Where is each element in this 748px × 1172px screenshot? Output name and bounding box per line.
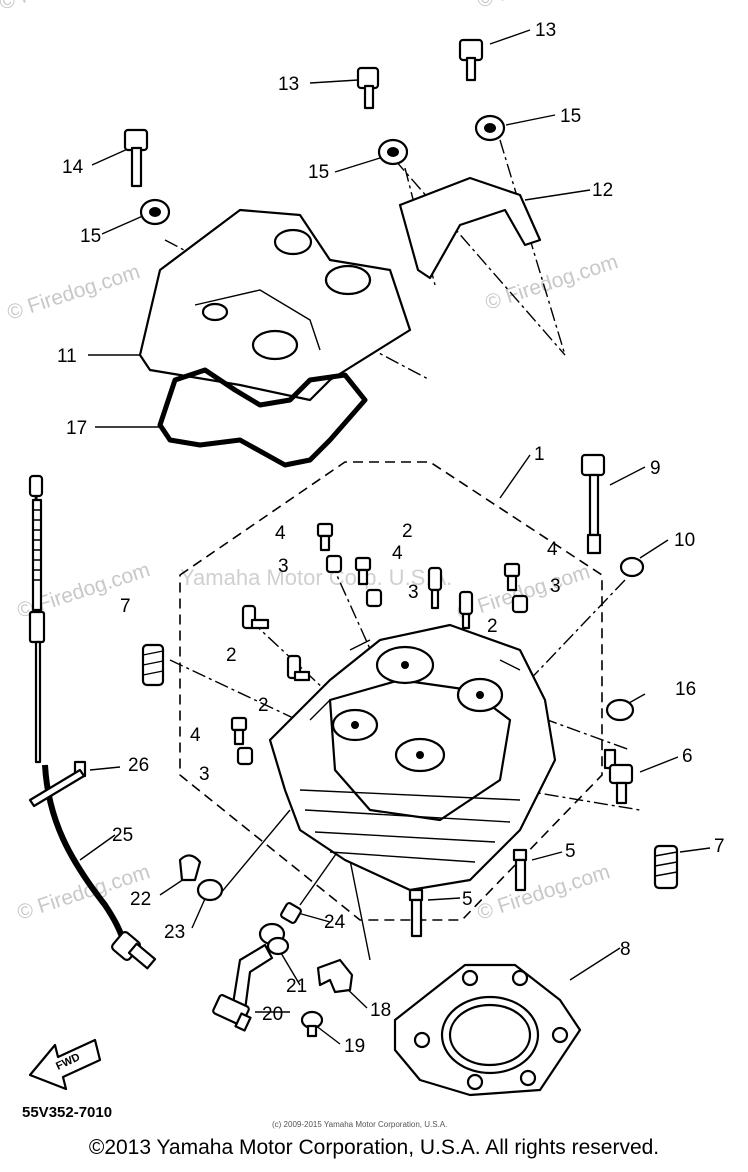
callout-2-a: 2 xyxy=(402,521,413,542)
callout-2-c: 2 xyxy=(226,645,237,666)
callout-26: 26 xyxy=(128,755,149,776)
assembly-outline xyxy=(179,461,603,921)
plug-16 xyxy=(605,698,635,722)
watermark: © Firedog.com xyxy=(474,0,612,13)
washer-15-right xyxy=(474,114,506,142)
bolt-9 xyxy=(580,453,606,555)
cylinder-head-1 xyxy=(268,623,557,892)
callout-3-b: 3 xyxy=(408,582,419,603)
callouts: 13 13 15 15 14 15 12 11 17 1 9 10 4 3 2 … xyxy=(57,20,725,1057)
callout-18: 18 xyxy=(370,1000,391,1021)
bracket-12 xyxy=(398,176,542,280)
washer-15-left xyxy=(139,198,171,226)
callout-17: 17 xyxy=(66,418,87,439)
callout-6: 6 xyxy=(682,746,693,767)
spring-7-right xyxy=(653,844,679,890)
callout-22: 22 xyxy=(130,889,151,910)
part-code: 55V352-7010 xyxy=(22,1104,112,1121)
callout-24: 24 xyxy=(324,912,346,933)
callout-19: 19 xyxy=(344,1036,365,1057)
callout-3-c: 3 xyxy=(550,576,561,597)
watermark: © Firedog.com xyxy=(474,860,612,925)
studs-and-dowels xyxy=(230,522,529,766)
callout-4-d: 4 xyxy=(190,725,201,746)
callout-4-c: 4 xyxy=(547,539,558,560)
callout-16: 16 xyxy=(675,679,696,700)
callout-3-d: 3 xyxy=(199,764,210,785)
callout-11: 11 xyxy=(57,346,77,367)
part-20 xyxy=(212,943,274,1032)
callout-23: 23 xyxy=(164,922,185,943)
callout-25: 25 xyxy=(112,825,133,846)
part-19 xyxy=(300,1010,324,1038)
callout-5-a: 5 xyxy=(565,841,576,862)
callout-13-top: 13 xyxy=(535,20,556,41)
callout-10: 10 xyxy=(674,530,695,551)
gasket-8 xyxy=(393,963,582,1097)
callout-7-right: 7 xyxy=(714,836,725,857)
bolt-14 xyxy=(123,128,149,188)
part-23 xyxy=(196,878,224,902)
part-24 xyxy=(280,902,302,924)
bolt-13-top xyxy=(458,38,484,82)
callout-1: 1 xyxy=(534,444,545,465)
clamp-26 xyxy=(28,760,87,808)
callout-20: 20 xyxy=(262,1004,283,1025)
callout-5-b: 5 xyxy=(462,889,473,910)
washer-15-mid xyxy=(377,138,409,166)
watermark: © Firedog.com xyxy=(454,560,592,625)
callout-15-right: 15 xyxy=(560,106,581,127)
callout-14: 14 xyxy=(62,157,84,178)
callout-4-b: 4 xyxy=(392,543,403,564)
watermark-yamaha: Yamaha Motor Corp. U.S.A. xyxy=(180,565,452,590)
copyright-footer: ©2013 Yamaha Motor Corporation, U.S.A. A… xyxy=(88,1136,660,1159)
callout-13-left: 13 xyxy=(278,74,299,95)
spring-7-left xyxy=(141,643,165,687)
part-22 xyxy=(178,854,202,882)
leader-lines xyxy=(79,29,711,1045)
head-cover-11 xyxy=(138,208,412,402)
washer-10 xyxy=(619,556,645,578)
callout-21: 21 xyxy=(286,976,307,997)
part-21 xyxy=(258,922,290,956)
callout-8: 8 xyxy=(620,939,631,960)
gasket-17 xyxy=(157,367,368,468)
part-6 xyxy=(603,748,634,805)
watermark: © Firedog.com xyxy=(4,260,142,325)
callout-4-a: 4 xyxy=(275,523,286,544)
stud-5-a xyxy=(512,848,528,892)
callout-9: 9 xyxy=(650,458,661,479)
small-credit: (c) 2009-2015 Yamaha Motor Corporation, … xyxy=(272,1120,447,1129)
watermark: © Firedog.com xyxy=(482,250,620,315)
callout-2-d: 2 xyxy=(258,695,269,716)
callout-15-mid: 15 xyxy=(308,162,329,183)
bolt-13-left xyxy=(356,66,380,110)
stud-5-b xyxy=(408,888,424,938)
callout-2-b: 2 xyxy=(487,616,498,637)
cable-25 xyxy=(28,474,157,970)
watermark: © Firedog.com xyxy=(0,0,135,15)
callout-3-a: 3 xyxy=(278,556,289,577)
fwd-arrow: FWD xyxy=(28,1038,102,1091)
callout-12: 12 xyxy=(592,180,613,201)
callout-15-left: 15 xyxy=(80,226,101,247)
part-18 xyxy=(316,958,354,994)
callout-7-left: 7 xyxy=(120,596,131,617)
